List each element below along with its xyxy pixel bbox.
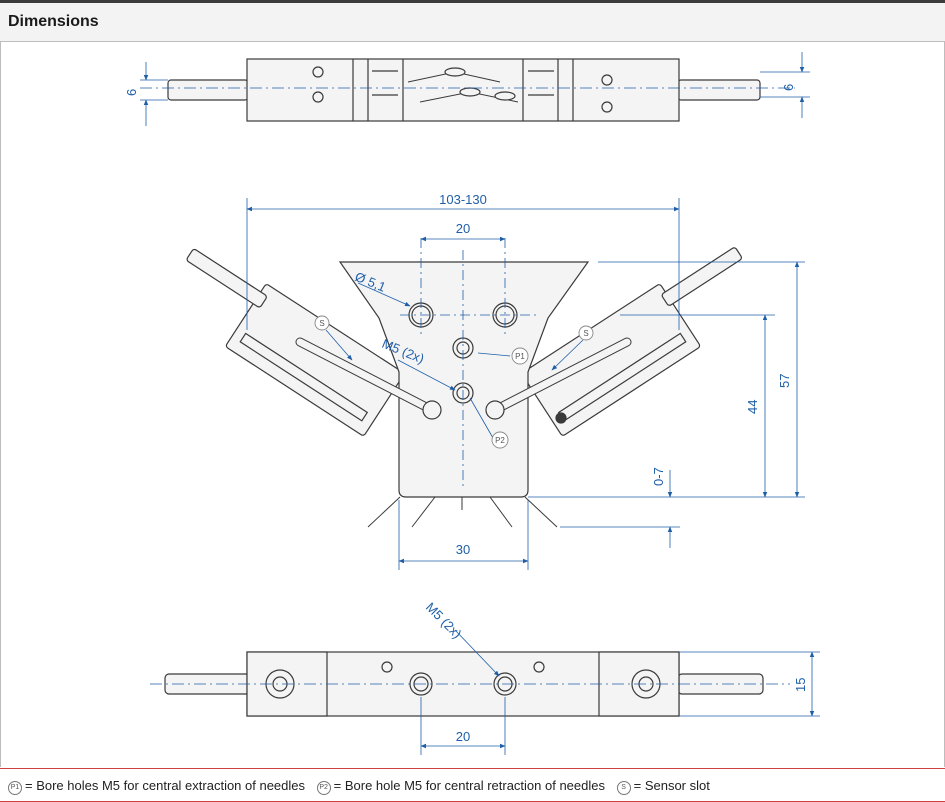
screw-icon xyxy=(381,661,393,673)
legend-p2-text: = Bore hole M5 for central retraction of… xyxy=(333,778,605,793)
dim-heights xyxy=(528,261,805,548)
dim-right-height-label: 6 xyxy=(781,84,796,91)
dim-overall-width xyxy=(246,198,680,330)
callout-p1: P1 xyxy=(515,352,525,361)
legend-p1: P1= Bore holes M5 for central extraction… xyxy=(8,778,309,795)
legend-bar: P1= Bore holes M5 for central extraction… xyxy=(0,768,945,802)
dim-bottom-height xyxy=(679,651,820,717)
dim-bottom-height-label: 15 xyxy=(793,678,808,692)
dim-axis-height-label: 44 xyxy=(745,400,760,414)
legend-p1-text: = Bore holes M5 for central extraction o… xyxy=(25,778,306,793)
dim-bottom-hole-spacing-label: 20 xyxy=(456,729,470,744)
screw-icon xyxy=(601,101,613,113)
dim-left-height xyxy=(140,62,168,126)
left-arm xyxy=(225,284,404,436)
screw-icon xyxy=(533,661,545,673)
screw-icon xyxy=(312,66,324,78)
p1-symbol-icon: P1 xyxy=(8,781,22,795)
dim-bottom-thread-label: M5 (2x) xyxy=(423,600,465,642)
sensor-knob-right xyxy=(485,400,505,420)
screw-icon xyxy=(312,91,324,103)
centerlines xyxy=(400,238,540,490)
dim-hole-diameter-leader xyxy=(357,282,411,307)
section-title: Dimensions xyxy=(8,13,99,30)
dim-bottom-thread-leader xyxy=(454,629,500,677)
callout-s-left: S xyxy=(319,319,324,328)
sensor-knob-left xyxy=(422,400,442,420)
screw-icon xyxy=(601,74,613,86)
dim-total-height-label: 57 xyxy=(777,374,792,388)
callout-s-right: S xyxy=(583,329,588,338)
callout-p2: P2 xyxy=(495,436,505,445)
dim-right-height xyxy=(760,52,810,118)
legend-s: S= Sensor slot xyxy=(616,778,710,795)
screw-icon xyxy=(555,412,567,424)
dim-stroke-label: 0-7 xyxy=(651,467,666,486)
s-symbol-icon: S xyxy=(616,781,631,795)
section-header: Dimensions xyxy=(0,3,945,42)
front-view xyxy=(186,247,742,528)
right-pin xyxy=(677,79,761,101)
callout-badges xyxy=(314,315,594,449)
legend: P1= Bore holes M5 for central extraction… xyxy=(8,778,718,795)
callout-leaders xyxy=(325,329,584,439)
legend-p2: P2= Bore hole M5 for central retraction … xyxy=(316,778,609,795)
dim-thread-leader xyxy=(397,359,456,391)
central-body xyxy=(338,261,590,498)
legend-s-text: = Sensor slot xyxy=(633,778,710,793)
dim-base-width xyxy=(398,500,529,570)
top-view xyxy=(167,58,761,122)
dim-hole-spacing-label: 20 xyxy=(456,221,470,236)
p2-symbol-icon: P2 xyxy=(316,781,331,795)
dim-left-height-label: 6 xyxy=(124,89,139,96)
dim-bottom-hole-spacing xyxy=(420,697,506,755)
dim-overall-width-label: 103-130 xyxy=(439,192,487,207)
dim-base-width-label: 30 xyxy=(456,542,470,557)
top-rule xyxy=(0,0,945,3)
left-pin xyxy=(167,79,249,101)
